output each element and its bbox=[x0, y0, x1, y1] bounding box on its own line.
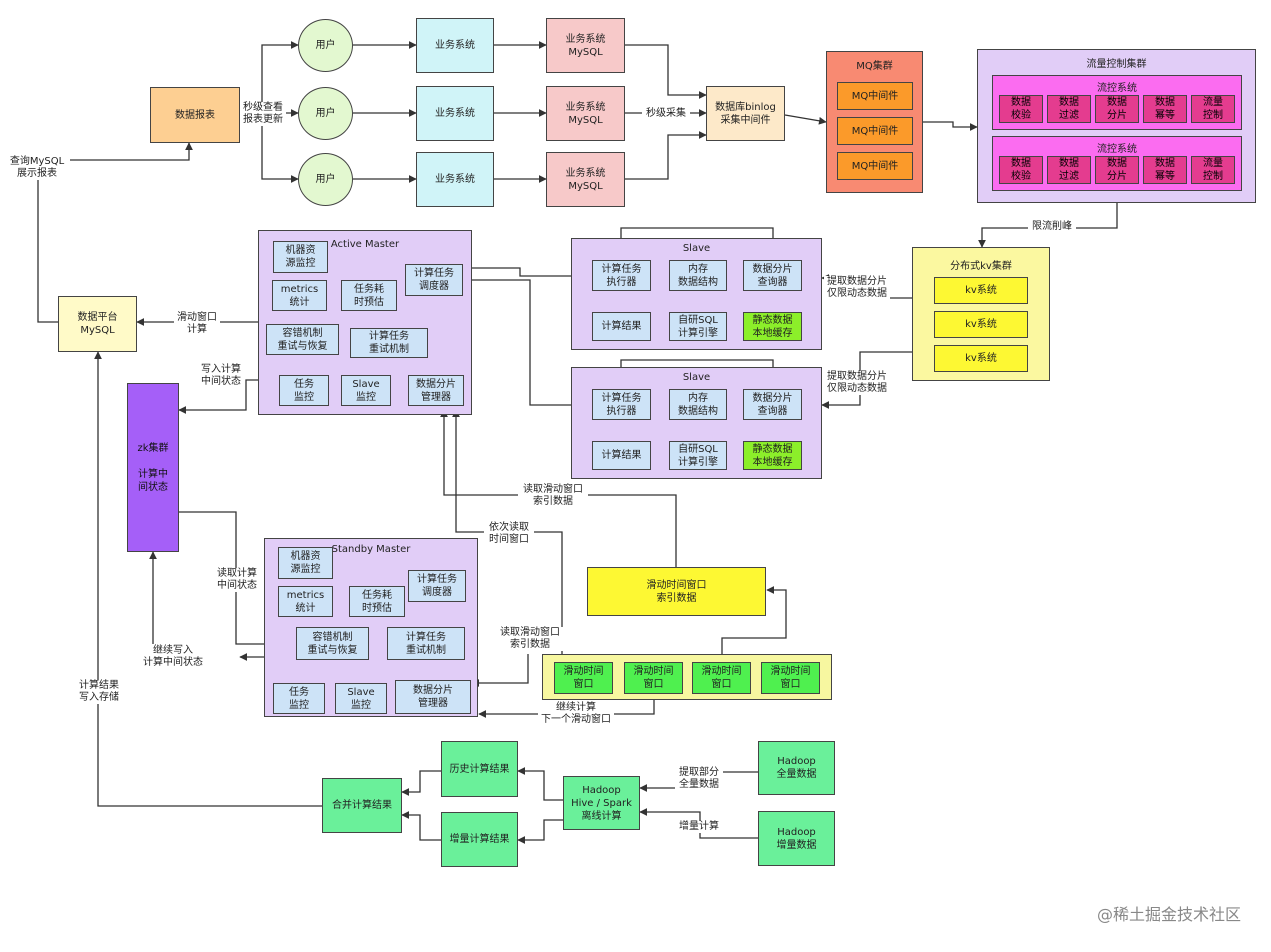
time-window-3: 滑动时间 窗口 bbox=[692, 662, 751, 694]
data-platform-mysql: 数据平台 MySQL bbox=[58, 296, 137, 352]
active-master-title: Active Master bbox=[330, 239, 400, 250]
flow2-item-5: 流量 控制 bbox=[1191, 156, 1235, 184]
slave-1-title: Slave bbox=[682, 243, 711, 254]
active-fault-tolerance: 容错机制 重试与恢复 bbox=[266, 324, 339, 355]
biz-mysql-2: 业务系统 MySQL bbox=[546, 86, 625, 141]
slave1-sql-engine: 自研SQL 计算引擎 bbox=[669, 312, 727, 341]
flow2-item-4: 数据 幂等 bbox=[1143, 156, 1187, 184]
flow1-item-3: 数据 分片 bbox=[1095, 95, 1139, 123]
standby-machine-monitor: 机器资 源监控 bbox=[278, 547, 333, 579]
second-view-label: 秒级查看 报表更新 bbox=[240, 102, 286, 126]
active-task-scheduler: 计算任务 调度器 bbox=[405, 264, 463, 296]
time-window-2: 滑动时间 窗口 bbox=[624, 662, 683, 694]
flow-sub-2-title: 流控系统 bbox=[1097, 144, 1137, 155]
read-time-window-label: 依次读取 时间窗口 bbox=[484, 522, 534, 546]
flow1-item-1: 数据 校验 bbox=[999, 95, 1043, 123]
active-retry: 计算任务 重试机制 bbox=[350, 328, 428, 358]
hadoop-hive-spark: Hadoop Hive / Spark 离线计算 bbox=[563, 776, 640, 830]
slave2-executor: 计算任务 执行器 bbox=[592, 389, 651, 420]
standby-slave-monitor: Slave 监控 bbox=[335, 683, 387, 714]
flow1-item-5: 流量 控制 bbox=[1191, 95, 1235, 123]
slave-2-title: Slave bbox=[682, 372, 711, 383]
flow2-item-1: 数据 校验 bbox=[999, 156, 1043, 184]
flow2-item-2: 数据 过滤 bbox=[1047, 156, 1091, 184]
user-node-2: 用户 bbox=[298, 87, 353, 140]
watermark: @稀土掘金技术社区 bbox=[1096, 905, 1241, 924]
biz-system-2: 业务系统 bbox=[416, 86, 494, 141]
active-task-monitor: 任务 监控 bbox=[279, 375, 329, 406]
slave2-memory: 内存 数据结构 bbox=[669, 389, 727, 420]
continue-write-label: 继续写入 计算中间状态 bbox=[140, 645, 206, 669]
active-shard-manager: 数据分片 管理器 bbox=[408, 375, 464, 406]
hadoop-incremental-data: Hadoop 增量数据 bbox=[758, 811, 835, 866]
slave1-executor: 计算任务 执行器 bbox=[592, 260, 651, 291]
flow2-item-3: 数据 分片 bbox=[1095, 156, 1139, 184]
incremental-compute-label: 增量计算 bbox=[675, 821, 723, 833]
standby-shard-manager: 数据分片 管理器 bbox=[395, 680, 471, 714]
active-slave-monitor: Slave 监控 bbox=[341, 375, 391, 406]
read-state-label: 读取计算 中间状态 bbox=[214, 568, 260, 592]
user-node-3: 用户 bbox=[298, 153, 353, 206]
standby-metrics: metrics 统计 bbox=[278, 586, 333, 617]
slave2-query: 数据分片 查询器 bbox=[743, 389, 802, 420]
flow1-item-4: 数据 幂等 bbox=[1143, 95, 1187, 123]
biz-system-1: 业务系统 bbox=[416, 18, 494, 73]
hadoop-full-data: Hadoop 全量数据 bbox=[758, 741, 835, 795]
rate-limit-label: 限流削峰 bbox=[1028, 221, 1076, 233]
standby-retry: 计算任务 重试机制 bbox=[387, 627, 465, 660]
active-time-estimate: 任务耗 时预估 bbox=[341, 280, 397, 311]
active-machine-monitor: 机器资 源监控 bbox=[273, 241, 328, 273]
query-mysql-label: 查询MySQL 展示报表 bbox=[4, 156, 70, 180]
biz-mysql-3: 业务系统 MySQL bbox=[546, 152, 625, 207]
zk-cluster: zk集群 计算中 间状态 bbox=[127, 383, 179, 552]
sliding-window-index: 滑动时间窗口 索引数据 bbox=[587, 567, 766, 616]
time-window-1: 滑动时间 窗口 bbox=[554, 662, 613, 694]
kv-system-3: kv系统 bbox=[934, 345, 1028, 372]
kv-system-2: kv系统 bbox=[934, 311, 1028, 338]
kv-cluster-title: 分布式kv集群 bbox=[950, 261, 1012, 272]
kv-extract-label-1: 提取数据分片 仅限动态数据 bbox=[824, 276, 890, 300]
read-window-index-label-2: 读取滑动窗口 索引数据 bbox=[497, 627, 563, 651]
flow1-item-2: 数据 过滤 bbox=[1047, 95, 1091, 123]
standby-task-scheduler: 计算任务 调度器 bbox=[408, 570, 466, 602]
biz-mysql-1: 业务系统 MySQL bbox=[546, 18, 625, 73]
second-collect-label: 秒级采集 bbox=[642, 108, 690, 120]
write-state-label: 写入计算 中间状态 bbox=[198, 364, 244, 388]
mq-cluster-title: MQ集群 bbox=[856, 61, 893, 72]
binlog-collector: 数据库binlog 采集中间件 bbox=[706, 86, 785, 141]
active-metrics: metrics 统计 bbox=[272, 280, 327, 311]
merge-results: 合并计算结果 bbox=[322, 778, 402, 833]
mq-middleware-1: MQ中间件 bbox=[837, 82, 913, 110]
kv-system-1: kv系统 bbox=[934, 277, 1028, 304]
slave1-static-cache: 静态数据 本地缓存 bbox=[743, 312, 802, 341]
kv-extract-label-2: 提取数据分片 仅限动态数据 bbox=[824, 371, 890, 395]
slave1-memory: 内存 数据结构 bbox=[669, 260, 727, 291]
history-results: 历史计算结果 bbox=[441, 741, 518, 797]
next-window-label: 继续计算 下一个滑动窗口 bbox=[538, 702, 614, 726]
flow-control-title: 流量控制集群 bbox=[1086, 59, 1147, 70]
standby-master-title: Standby Master bbox=[331, 544, 411, 555]
mq-middleware-3: MQ中间件 bbox=[837, 152, 913, 180]
store-result-label: 计算结果 写入存储 bbox=[76, 680, 122, 704]
time-window-4: 滑动时间 窗口 bbox=[761, 662, 820, 694]
flow-sub-1-title: 流控系统 bbox=[1097, 83, 1137, 94]
biz-system-3: 业务系统 bbox=[416, 152, 494, 207]
slave1-result: 计算结果 bbox=[592, 312, 651, 341]
standby-fault-tolerance: 容错机制 重试与恢复 bbox=[296, 627, 369, 660]
slave2-static-cache: 静态数据 本地缓存 bbox=[743, 441, 802, 470]
mq-middleware-2: MQ中间件 bbox=[837, 117, 913, 145]
slave2-sql-engine: 自研SQL 计算引擎 bbox=[669, 441, 727, 470]
incremental-results: 增量计算结果 bbox=[441, 812, 518, 867]
standby-task-monitor: 任务 监控 bbox=[273, 683, 325, 714]
read-window-index-label-1: 读取滑动窗口 索引数据 bbox=[518, 484, 588, 508]
report-box: 数据报表 bbox=[150, 87, 240, 143]
sliding-window-calc-label: 滑动窗口 计算 bbox=[174, 312, 220, 336]
extract-full-label: 提取部分 全量数据 bbox=[675, 767, 723, 791]
user-node-1: 用户 bbox=[298, 19, 353, 72]
slave2-result: 计算结果 bbox=[592, 441, 651, 470]
slave1-query: 数据分片 查询器 bbox=[743, 260, 802, 291]
standby-time-estimate: 任务耗 时预估 bbox=[349, 586, 405, 617]
